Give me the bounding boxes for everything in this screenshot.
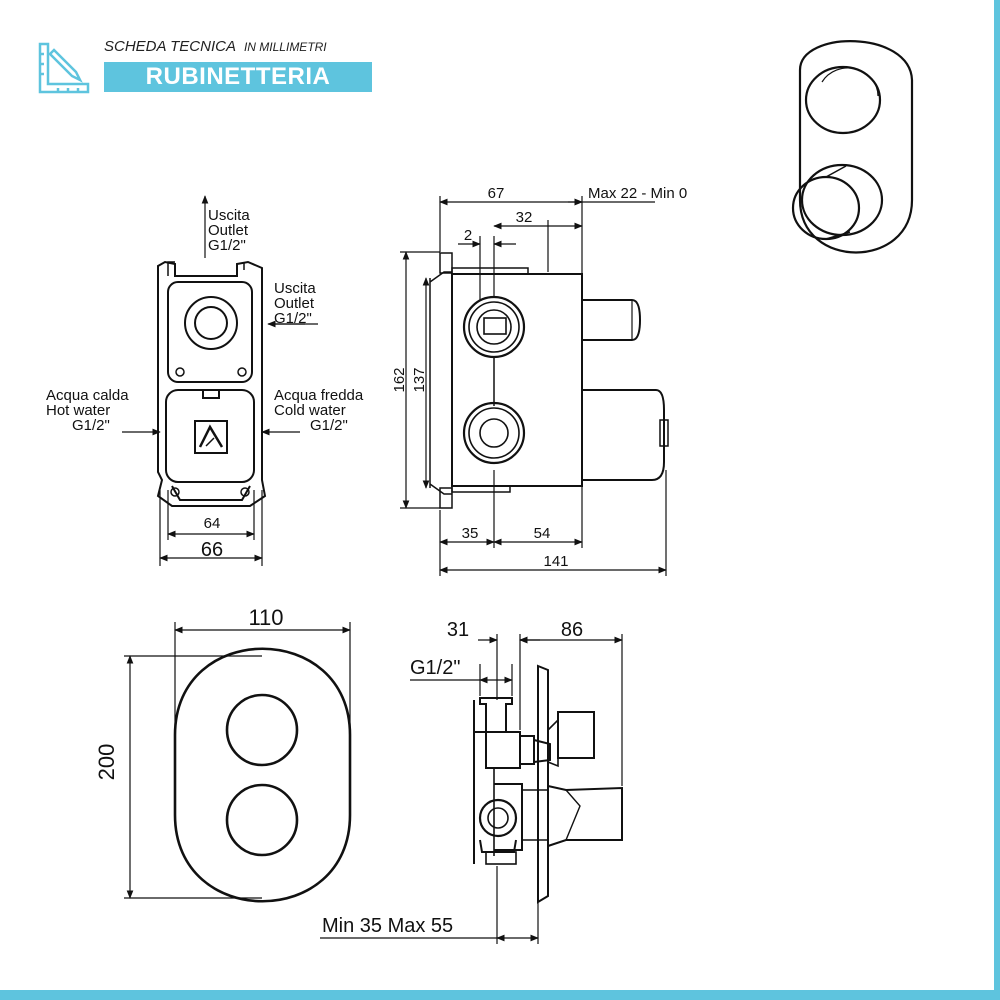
frame-bottom-border [0,990,1000,1000]
profile-annotations [320,634,623,944]
dim-54: 54 [534,525,551,542]
dim-min-max: Min 35 Max 55 [322,915,453,937]
dim-g12: G1/2" [410,657,460,679]
box-front-annotations [122,195,318,566]
cold-water-line1: Acqua fredda [274,387,364,404]
frame-right-border [994,0,1000,1000]
box-side-annotations [400,196,667,576]
outlet-side-line3: G1/2" [274,310,312,327]
outlet-side-line2: Outlet [274,295,315,312]
dim-31: 31 [447,619,469,641]
outlet-top-line1: Uscita [208,207,250,224]
ruler-pencil-icon [38,42,90,94]
dim-66: 66 [201,539,223,561]
dim-35: 35 [462,525,479,542]
sheet-subtitle: IN MILLIMETRI [243,40,327,54]
product-perspective [791,40,914,254]
dim-32: 32 [516,209,533,226]
dim-162: 162 [391,367,408,392]
dim-141: 141 [543,553,568,570]
dim-200: 200 [94,744,119,781]
box-side-view [429,252,669,509]
dim-110: 110 [248,605,283,630]
annotation-texts: Uscita Outlet G1/2" Uscita Outlet G1/2" … [46,185,687,937]
cold-water-line3: G1/2" [310,417,348,434]
outlet-top-line2: Outlet [208,222,249,239]
hot-water-line2: Hot water [46,402,110,419]
dim-max-min: Max 22 - Min 0 [588,185,687,202]
category-band: RUBINETTERIA [104,62,372,92]
dim-67: 67 [488,185,505,202]
outlet-side-line1: Uscita [274,280,316,297]
profile-installed-view [473,664,623,904]
dim-137: 137 [411,367,428,392]
cold-water-line2: Cold water [274,402,346,419]
faceplate-annotations [124,622,351,899]
outlet-top-line3: G1/2" [208,237,246,254]
dim-86: 86 [561,619,583,641]
box-front-view [156,260,267,507]
dim-2: 2 [464,227,472,244]
dim-64: 64 [204,515,221,532]
hot-water-line1: Acqua calda [46,387,129,404]
faceplate-front-view [173,647,352,903]
hot-water-line3: G1/2" [72,417,110,434]
